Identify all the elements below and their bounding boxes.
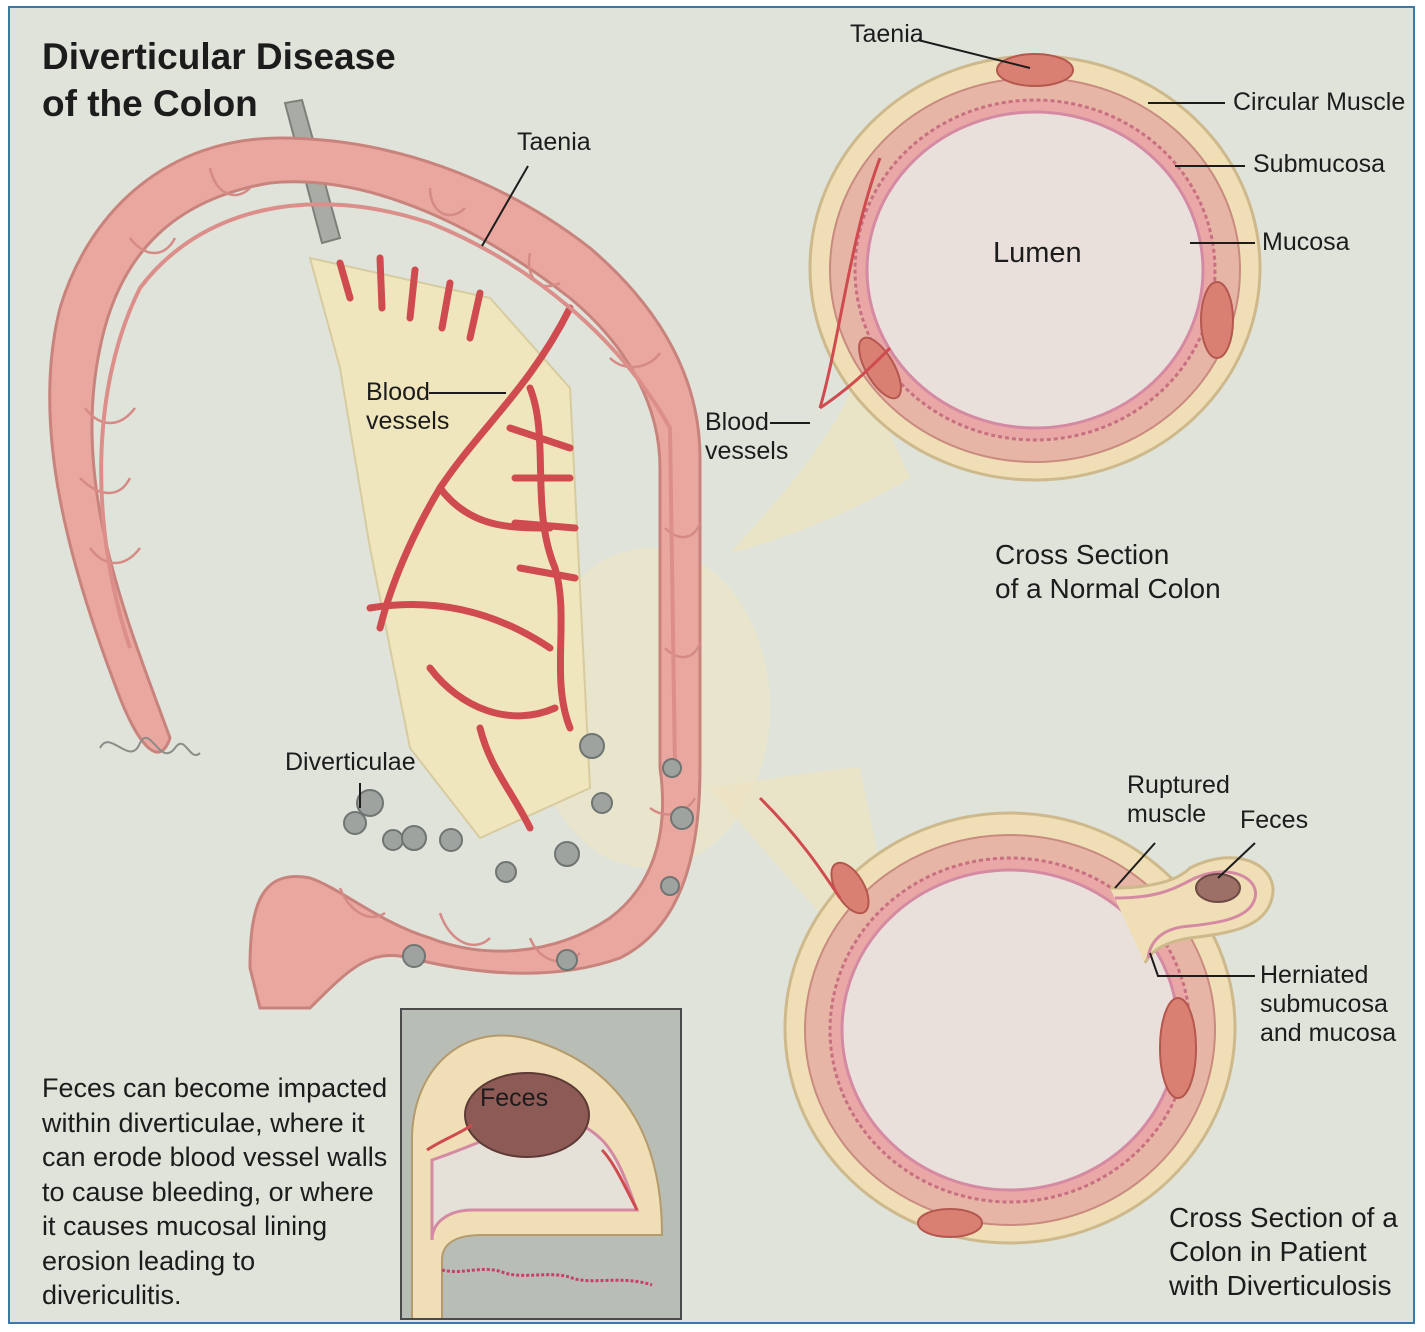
illustration-frame: Diverticular Disease of the Colon Taenia… bbox=[8, 6, 1415, 1324]
diverticulum-inset bbox=[400, 1008, 682, 1320]
caption-normal-colon: Cross Section of a Normal Colon bbox=[995, 538, 1221, 606]
label-mucosa: Mucosa bbox=[1262, 228, 1350, 257]
label-blood-vessels-main: Blood vessels bbox=[366, 378, 449, 436]
label-feces-inset: Feces bbox=[480, 1084, 548, 1113]
patient-cross-section bbox=[760, 798, 1273, 1243]
label-circular-muscle: Circular Muscle bbox=[1233, 88, 1405, 117]
description-text: Feces can become impacted within diverti… bbox=[42, 1071, 387, 1313]
label-submucosa: Submucosa bbox=[1253, 150, 1385, 179]
label-herniated: Herniated submucosa and mucosa bbox=[1260, 961, 1396, 1047]
label-lumen: Lumen bbox=[993, 237, 1082, 270]
label-taenia-main: Taenia bbox=[517, 128, 591, 157]
label-diverticulae: Diverticulae bbox=[285, 748, 416, 777]
label-blood-vessels-normal: Blood vessels bbox=[705, 408, 788, 466]
inset-artwork bbox=[402, 1010, 682, 1320]
label-feces-right: Feces bbox=[1240, 806, 1308, 835]
label-taenia-top: Taenia bbox=[850, 20, 924, 49]
caption-patient-colon: Cross Section of a Colon in Patient with… bbox=[1169, 1201, 1398, 1303]
label-ruptured-muscle: Ruptured muscle bbox=[1127, 771, 1230, 829]
diagram-title: Diverticular Disease of the Colon bbox=[42, 34, 396, 128]
